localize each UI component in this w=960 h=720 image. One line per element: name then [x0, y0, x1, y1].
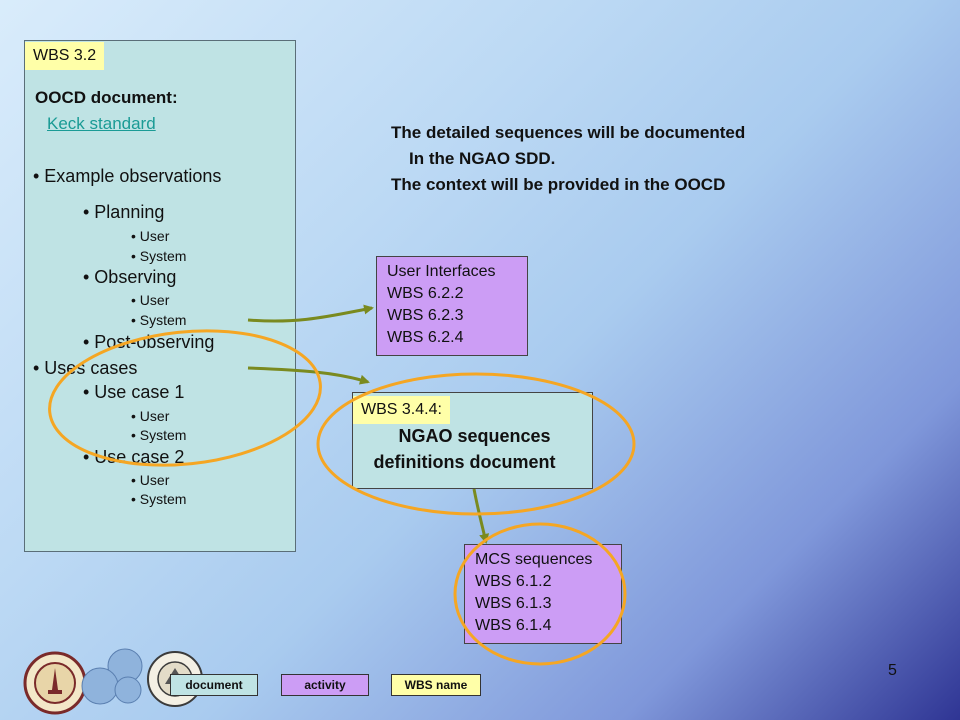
headline-line-1: The detailed sequences will be documente…: [391, 123, 746, 142]
mcs-sequences-label: MCS sequences: [475, 551, 593, 568]
sequences-highlight-ellipse: [316, 372, 636, 516]
user-interfaces-box: User Interfaces WBS 6.2.2 WBS 6.2.3 WBS …: [376, 256, 528, 356]
bullet-use-case-1-system: • System: [131, 427, 187, 443]
use-cases-highlight-ellipse: [48, 329, 322, 467]
legend-activity: activity: [281, 674, 369, 696]
user-interfaces-label: User Interfaces: [387, 263, 496, 280]
headline-line-2: In the NGAO SDD.: [409, 149, 556, 168]
sequences-document-title: NGAO sequences definitions document: [352, 423, 577, 475]
sequences-title-line-2: definitions document: [373, 452, 556, 472]
keck-standard-link[interactable]: Keck standard: [47, 114, 156, 133]
bullet-observing-system: • System: [131, 312, 187, 328]
headline-line-3: The context will be provided in the OOCD: [391, 175, 726, 194]
oocd-title: OOCD document:: [35, 88, 178, 107]
mcs-sequences-box: MCS sequences WBS 6.1.2 WBS 6.1.3 WBS 6.…: [464, 544, 622, 644]
user-interfaces-wbs-1: WBS 6.2.2: [387, 285, 464, 302]
bullet-use-case-1: • Use case 1: [83, 382, 185, 402]
bullet-planning-system: • System: [131, 248, 187, 264]
bullet-observing-user: • User: [131, 292, 170, 308]
bullet-planning-user: • User: [131, 228, 170, 244]
keck-mirror-segments-icon: [81, 648, 143, 705]
legend-wbs-name: WBS name: [391, 674, 481, 696]
sequences-title-line-1: NGAO sequences: [398, 426, 551, 446]
bullet-use-case-2-system: • System: [131, 491, 187, 507]
bullet-planning: • Planning: [83, 202, 165, 222]
arrow-to-user-interfaces: [247, 304, 374, 323]
page-number: 5: [888, 662, 897, 679]
arrow-to-mcs-sequences: [472, 488, 490, 544]
headline-text: The detailed sequences will be documente…: [391, 120, 745, 198]
bullet-example-observations: • Example observations: [33, 166, 222, 186]
sequences-wbs-tag: WBS 3.4.4:: [353, 396, 450, 424]
user-interfaces-wbs-3: WBS 6.2.4: [387, 329, 464, 346]
bullet-use-case-2-user: • User: [131, 472, 170, 488]
bullet-use-case-1-user: • User: [131, 408, 170, 424]
mcs-highlight-ellipse: [453, 522, 627, 666]
mcs-wbs-2: WBS 6.1.3: [475, 595, 552, 612]
bullet-observing: • Observing: [83, 267, 177, 287]
user-interfaces-wbs-2: WBS 6.2.3: [387, 307, 464, 324]
legend-document: document: [170, 674, 258, 696]
mcs-wbs-3: WBS 6.1.4: [475, 617, 552, 634]
oocd-wbs-tag: WBS 3.2: [25, 42, 105, 70]
caltech-seal-icon: [23, 651, 87, 715]
bullet-use-case-2: • Use case 2: [83, 447, 185, 467]
mcs-wbs-1: WBS 6.1.2: [475, 573, 552, 590]
bullet-uses-cases: • Uses cases: [33, 358, 138, 378]
